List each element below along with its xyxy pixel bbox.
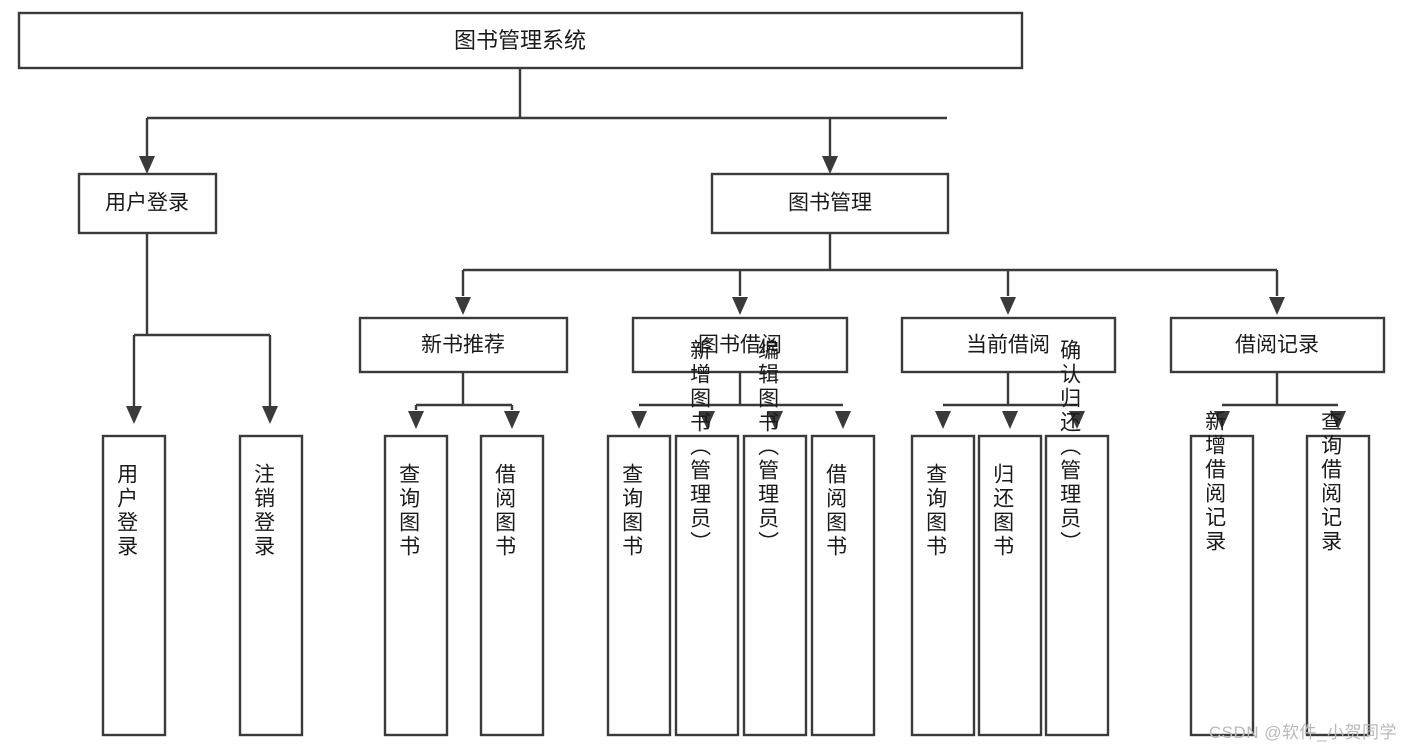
leaf-user-login-label: 用户登录 bbox=[115, 463, 139, 559]
leaf-add-record-label: 新增借阅记录 bbox=[1203, 410, 1227, 554]
node-book-management[interactable]: 图书管理 bbox=[710, 172, 950, 235]
leaf-add-book-box[interactable] bbox=[674, 434, 740, 737]
leaf-query-record-label: 查询借阅记录 bbox=[1319, 410, 1343, 554]
arrow-to-book-borrow bbox=[732, 297, 748, 315]
leaf-query-book-3[interactable]: 查询图书 bbox=[910, 434, 976, 737]
arrow-to-leaf-borrow-book-1 bbox=[504, 411, 520, 429]
borrow-record-label: 借阅记录 bbox=[1235, 334, 1319, 357]
leaf-query-book-3-label: 查询图书 bbox=[924, 463, 948, 559]
new-book-recommend-label: 新书推荐 bbox=[421, 334, 505, 357]
arrow-to-leaf-query-book-3 bbox=[935, 411, 951, 429]
leaf-query-record[interactable]: 查询借阅记录 bbox=[1305, 410, 1371, 737]
arrow-to-leaf-user-logout bbox=[262, 406, 278, 424]
leaf-query-book-3-box[interactable] bbox=[910, 434, 976, 737]
leaf-return-book[interactable]: 归还图书 bbox=[977, 434, 1043, 737]
leaf-add-book[interactable]: 新增图书（管理员） bbox=[674, 339, 740, 737]
book-borrow-label: 图书借阅 bbox=[698, 334, 782, 357]
leaf-return-book-box[interactable] bbox=[977, 434, 1043, 737]
leaf-borrow-book-2-label: 借阅图书 bbox=[824, 463, 848, 559]
leaf-edit-book-label: 编辑图书（管理员） bbox=[756, 339, 780, 555]
arrow-to-leaf-user-login bbox=[126, 406, 142, 424]
leaf-borrow-book-2[interactable]: 借阅图书 bbox=[810, 434, 876, 737]
leaf-query-book-1[interactable]: 查询图书 bbox=[383, 434, 449, 737]
arrow-to-user-login bbox=[139, 156, 155, 174]
leaf-return-book-label: 归还图书 bbox=[991, 463, 1015, 559]
arrow-to-leaf-query-book-2 bbox=[631, 411, 647, 429]
arrow-to-leaf-borrow-book-2 bbox=[835, 411, 851, 429]
arrow-to-leaf-query-book-1 bbox=[408, 411, 424, 429]
arrow-to-current-borrow bbox=[1000, 297, 1016, 315]
leaf-borrow-book-2-box[interactable] bbox=[810, 434, 876, 737]
csdn-watermark: CSDN @软件_小贺同学 bbox=[1208, 723, 1397, 742]
arrow-to-borrow-record bbox=[1269, 297, 1285, 315]
node-new-book-recommend[interactable]: 新书推荐 bbox=[358, 316, 569, 374]
book-management-label: 图书管理 bbox=[788, 192, 872, 215]
leaf-query-book-1-label: 查询图书 bbox=[397, 463, 421, 559]
arrow-to-leaf-return-book bbox=[1002, 411, 1018, 429]
node-root[interactable]: 图书管理系统 bbox=[17, 11, 1024, 70]
leaf-user-login-box[interactable] bbox=[101, 434, 167, 737]
leaf-query-book-2-box[interactable] bbox=[606, 434, 672, 737]
leaf-borrow-book-1-label: 借阅图书 bbox=[493, 463, 517, 559]
book-management-box[interactable] bbox=[710, 172, 950, 235]
leaf-add-record[interactable]: 新增借阅记录 bbox=[1189, 410, 1255, 737]
leaf-query-book-2-label: 查询图书 bbox=[620, 463, 644, 559]
user-login-label: 用户登录 bbox=[105, 192, 189, 215]
leaf-add-book-label: 新增图书（管理员） bbox=[688, 339, 712, 555]
leaf-user-logout-label: 注销登录 bbox=[252, 463, 276, 559]
current-borrow-label: 当前借阅 bbox=[966, 334, 1050, 357]
node-current-borrow[interactable]: 当前借阅 bbox=[900, 316, 1117, 374]
arrow-to-book-management bbox=[822, 156, 838, 174]
leaf-query-book-1-box[interactable] bbox=[383, 434, 449, 737]
user-login-box[interactable] bbox=[77, 172, 218, 235]
leaf-confirm-return[interactable]: 确认归还（管理员） bbox=[1044, 339, 1110, 737]
book-borrow-box[interactable] bbox=[631, 316, 849, 374]
current-borrow-box[interactable] bbox=[900, 316, 1117, 374]
new-book-recommend-box[interactable] bbox=[358, 316, 569, 374]
leaf-confirm-return-box[interactable] bbox=[1044, 434, 1110, 737]
node-borrow-record[interactable]: 借阅记录 bbox=[1169, 316, 1386, 374]
leaf-add-record-box[interactable] bbox=[1189, 434, 1255, 737]
leaf-user-login[interactable]: 用户登录 bbox=[101, 434, 167, 737]
leaf-user-logout[interactable]: 注销登录 bbox=[238, 434, 304, 737]
leaf-borrow-book-1[interactable]: 借阅图书 bbox=[479, 434, 545, 737]
leaf-edit-book-box[interactable] bbox=[742, 434, 808, 737]
leaf-edit-book[interactable]: 编辑图书（管理员） bbox=[742, 339, 808, 737]
arrow-to-new-book-recommend bbox=[455, 297, 471, 315]
leaf-query-book-2[interactable]: 查询图书 bbox=[606, 434, 672, 737]
leaf-user-logout-box[interactable] bbox=[238, 434, 304, 737]
borrow-record-box[interactable] bbox=[1169, 316, 1386, 374]
leaf-confirm-return-label: 确认归还（管理员） bbox=[1058, 339, 1082, 555]
node-user-login[interactable]: 用户登录 bbox=[77, 172, 218, 235]
root-label: 图书管理系统 bbox=[454, 28, 586, 53]
node-book-borrow[interactable]: 图书借阅 bbox=[631, 316, 849, 374]
leaf-borrow-book-1-box[interactable] bbox=[479, 434, 545, 737]
leaf-query-record-box[interactable] bbox=[1305, 434, 1371, 737]
connector-layer bbox=[126, 68, 1346, 429]
root-box[interactable] bbox=[17, 11, 1024, 70]
